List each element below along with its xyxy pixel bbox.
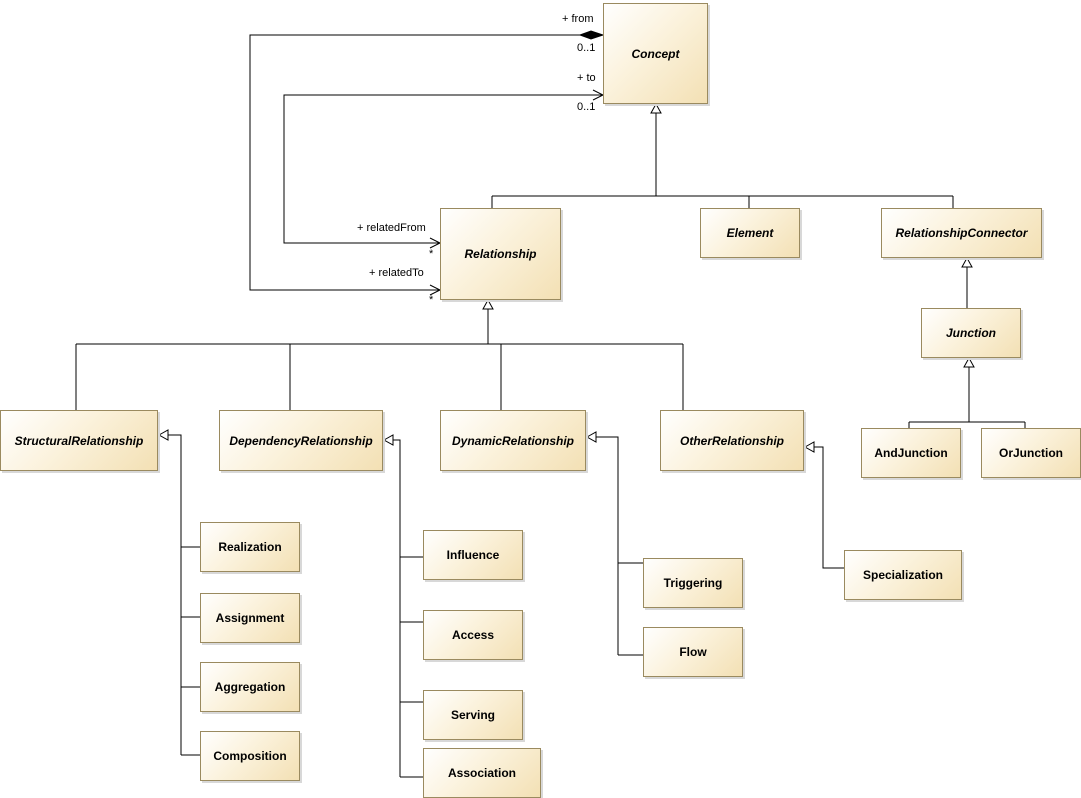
connector-generalization-triangle (961, 256, 973, 268)
class-composition[interactable]: Composition (200, 731, 300, 781)
association-related-to-line (249, 34, 580, 291)
class-relationship-connector[interactable]: RelationshipConnector (881, 208, 1042, 258)
relationship-generalization-triangle (482, 298, 494, 310)
to-multiplicity: 0..1 (577, 101, 596, 113)
composition-diamond (578, 30, 605, 40)
class-junction[interactable]: Junction (921, 308, 1021, 358)
class-dynamic-relationship[interactable]: DynamicRelationship (440, 410, 586, 471)
class-realization[interactable]: Realization (200, 522, 300, 572)
from-role-label: + from (562, 13, 594, 25)
class-influence[interactable]: Influence (423, 530, 523, 580)
class-and-junction[interactable]: AndJunction (861, 428, 961, 478)
class-assignment[interactable]: Assignment (200, 593, 300, 643)
related-from-multiplicity: * (429, 248, 434, 260)
dynamic-generalization-triangle (585, 431, 597, 443)
class-element[interactable]: Element (700, 208, 800, 258)
related-to-role-label: + relatedTo (369, 267, 424, 279)
other-generalization-triangle (803, 441, 815, 453)
junction-generalization-triangle (963, 356, 975, 368)
class-association[interactable]: Association (423, 748, 541, 798)
class-triggering[interactable]: Triggering (643, 558, 743, 608)
class-relationship[interactable]: Relationship (440, 208, 561, 300)
class-structural-relationship[interactable]: StructuralRelationship (0, 410, 158, 471)
class-or-junction[interactable]: OrJunction (981, 428, 1081, 478)
related-from-role-label: + relatedFrom (357, 222, 426, 234)
association-related-from-line (283, 94, 603, 244)
class-other-relationship[interactable]: OtherRelationship (660, 410, 804, 471)
structural-generalization-triangle (157, 429, 169, 441)
class-concept[interactable]: Concept (603, 3, 708, 104)
class-aggregation[interactable]: Aggregation (200, 662, 300, 712)
dependency-generalization-triangle (382, 434, 394, 446)
to-role-label: + to (577, 72, 596, 84)
class-serving[interactable]: Serving (423, 690, 523, 740)
concept-generalization-triangle (650, 102, 662, 114)
class-flow[interactable]: Flow (643, 627, 743, 677)
related-to-multiplicity: * (429, 294, 434, 306)
class-dependency-relationship[interactable]: DependencyRelationship (219, 410, 383, 471)
class-specialization[interactable]: Specialization (844, 550, 962, 600)
from-multiplicity: 0..1 (577, 42, 596, 54)
class-access[interactable]: Access (423, 610, 523, 660)
